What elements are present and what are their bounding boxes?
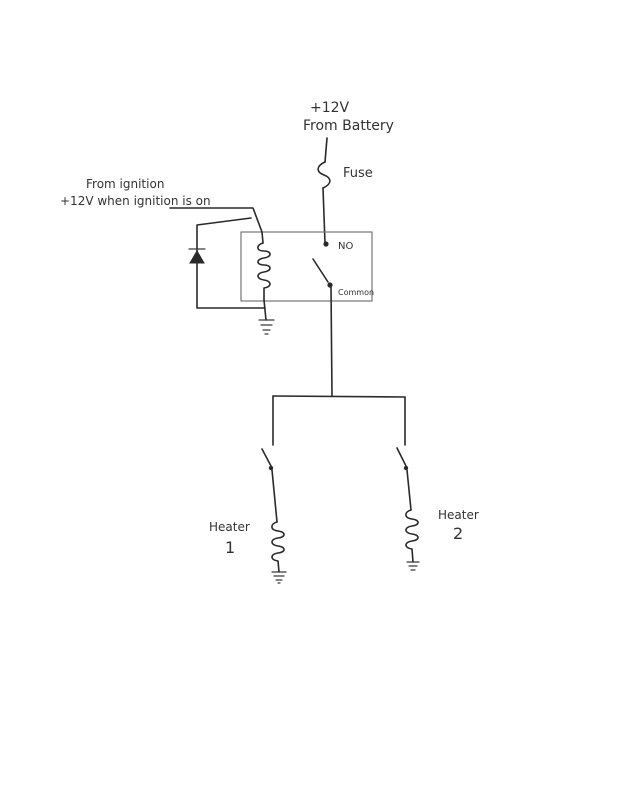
- flyback-diode: [188, 248, 206, 264]
- heater2-switch-blade: [396, 447, 407, 467]
- heater1-coil: [271, 521, 285, 573]
- heater2-switch-terminal: [403, 465, 409, 471]
- common-output-wire: [330, 286, 333, 397]
- battery-source-label: From Battery: [303, 118, 394, 134]
- relay-common-terminal: [327, 282, 333, 288]
- relay-common-label: Common: [338, 288, 374, 297]
- heater1-ground-symbol: [271, 571, 287, 584]
- diode-loop-wire: [196, 217, 266, 309]
- coil-ground-symbol: [258, 319, 275, 335]
- heater1-name-label: Heater: [209, 520, 250, 534]
- heater2-ground-symbol: [406, 561, 420, 571]
- fuse-label: Fuse: [343, 166, 373, 181]
- coil-ground-wire: [263, 299, 267, 321]
- relay-box: [240, 231, 373, 302]
- heater2-coil: [405, 509, 419, 563]
- heater1-switch-blade: [261, 448, 272, 467]
- fuse-to-no-wire: [322, 187, 326, 244]
- heater1-switch-terminal: [268, 465, 274, 471]
- heater1-number-label: 1: [225, 538, 235, 557]
- relay-no-label: NO: [338, 241, 353, 252]
- relay-switch-blade: [312, 258, 329, 283]
- ignition-wire: [169, 207, 264, 244]
- heater2-number-label: 2: [453, 524, 463, 543]
- ignition-label-line1: From ignition: [86, 177, 164, 191]
- ignition-label-line2: +12V when ignition is on: [60, 194, 211, 208]
- heater2-name-label: Heater: [438, 508, 479, 522]
- relay-no-terminal: [323, 241, 329, 247]
- relay-coil: [257, 242, 271, 301]
- heater-bus-wire: [272, 395, 406, 398]
- heater2-lead-wire: [406, 469, 412, 511]
- fuse-symbol: [317, 161, 331, 189]
- battery-supply-wire: [324, 137, 328, 163]
- battery-voltage-label: +12V: [310, 100, 350, 116]
- heater1-lead-wire: [271, 469, 278, 523]
